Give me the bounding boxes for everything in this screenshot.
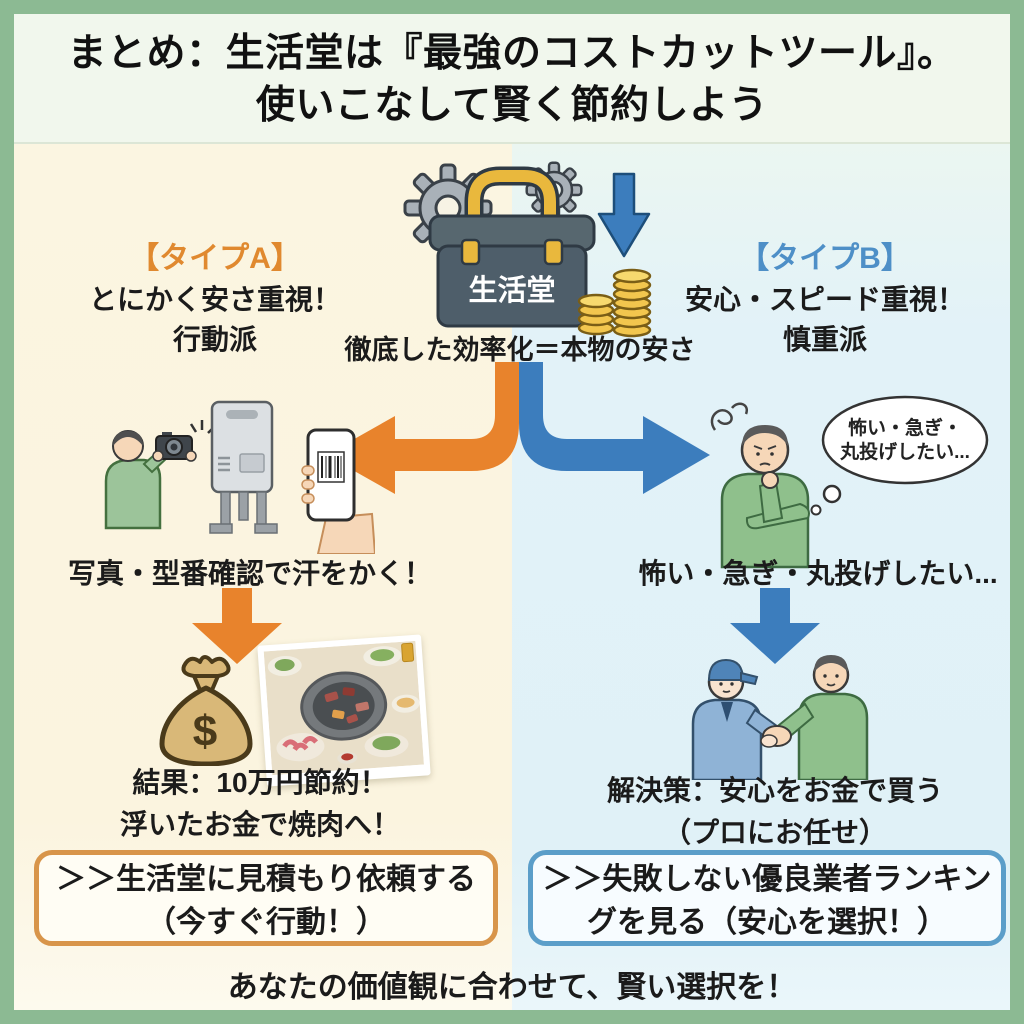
- center-tagline: 徹底した効率化＝本物の安さ: [344, 335, 696, 365]
- type-a-cta-line1: ＞＞生活堂に見積もり依頼する: [56, 863, 476, 896]
- down-arrow-orange-icon: [192, 588, 282, 664]
- worker-figure: [691, 658, 787, 780]
- type-b-cta-button[interactable]: ＞＞失敗しない優良業者ランキン グを見る（安心を選択！）: [528, 850, 1006, 946]
- smartphone-barcode-icon: [301, 428, 375, 554]
- type-a-result-line2: 浮いたお金で焼肉へ！: [119, 809, 400, 840]
- camera-icon: [152, 420, 216, 462]
- type-a-heading: 【タイプA】 とにかく安さ重視！ 行動派: [15, 238, 415, 360]
- type-a-tag: 【タイプA】: [129, 242, 301, 275]
- down-arrow-blue-icon: [730, 588, 820, 664]
- water-heater-icon: [209, 400, 278, 534]
- coins-icon: [577, 268, 652, 338]
- worried-figure: [720, 425, 810, 569]
- photographer-figure: [104, 430, 171, 530]
- type-a-cta-button[interactable]: ＞＞生活堂に見積もり依頼する （今すぐ行動！）: [34, 850, 498, 946]
- worried-person-illustration: 怖い・急ぎ・ 丸投げしたい...: [710, 395, 989, 569]
- type-b-solution-line1: 解決策：安心をお金で買う: [606, 775, 943, 806]
- money-bag-icon: $: [159, 655, 253, 766]
- branch-arrows: [326, 362, 710, 494]
- type-a-step-text: 写真・型番確認で汗をかく！: [67, 558, 432, 589]
- camera-person-illustration: [104, 400, 375, 554]
- toolbox-label: 生活堂: [468, 274, 555, 307]
- type-b-solution-line2: （プロにお任せ）: [662, 817, 887, 848]
- type-b-subtitle-2: 慎重派: [782, 324, 867, 355]
- customer-figure: [771, 655, 869, 780]
- thought-bubble-line2: 丸投げしたい...: [839, 440, 970, 463]
- branch-arrow-right-blue: [519, 362, 710, 494]
- type-b-solution: 解決策：安心をお金で買う （プロにお任せ）: [575, 770, 975, 854]
- type-b-cta-line2: グを見る（安心を選択！）: [587, 906, 947, 939]
- toolbox-icon: 生活堂: [428, 166, 596, 328]
- cost-down-arrow-icon: [597, 172, 651, 258]
- type-a-subtitle-1: とにかく安さ重視！: [88, 284, 341, 315]
- yakiniku-photo: [257, 634, 431, 787]
- type-a-result-line1: 結果：10万円節約！: [132, 767, 388, 798]
- type-b-tag: 【タイプB】: [739, 242, 911, 275]
- header: まとめ：生活堂は『最強のコストカットツール』。 使いこなして賢く節約しよう: [14, 14, 1010, 144]
- thought-bubble: 怖い・急ぎ・ 丸投げしたい...: [810, 395, 989, 516]
- yakiniku-photo-image: [263, 640, 424, 776]
- toolbox-illustration: 生活堂: [403, 161, 652, 338]
- page-title-line2: 使いこなして賢く節約しよう: [255, 84, 769, 127]
- branch-arrow-left-orange: [326, 362, 519, 494]
- footer-message: あなたの価値観に合わせて、賢い選択を！: [227, 971, 797, 1004]
- type-b-heading: 【タイプB】 安心・スピード重視！ 慎重派: [630, 238, 1020, 360]
- dollar-symbol: $: [193, 707, 217, 756]
- handshake-illustration: [691, 655, 869, 780]
- type-a-subtitle-2: 行動派: [172, 324, 257, 355]
- handshake-hands: [760, 725, 792, 748]
- type-a-result: 結果：10万円節約！ 浮いたお金で焼肉へ！: [30, 762, 490, 846]
- type-a-cta-line2: （今すぐ行動！）: [146, 906, 386, 939]
- thought-bubble-line1: 怖い・急ぎ・: [848, 416, 962, 439]
- page-title-line1: まとめ：生活堂は『最強のコストカットツール』。: [67, 32, 957, 75]
- type-b-cta-line1: ＞＞失敗しない優良業者ランキン: [542, 863, 992, 896]
- type-b-subtitle-1: 安心・スピード重視！: [684, 284, 965, 315]
- type-b-step-text: 怖い・急ぎ・丸投げしたい...: [638, 558, 998, 589]
- worry-squiggle-icon: [710, 402, 749, 431]
